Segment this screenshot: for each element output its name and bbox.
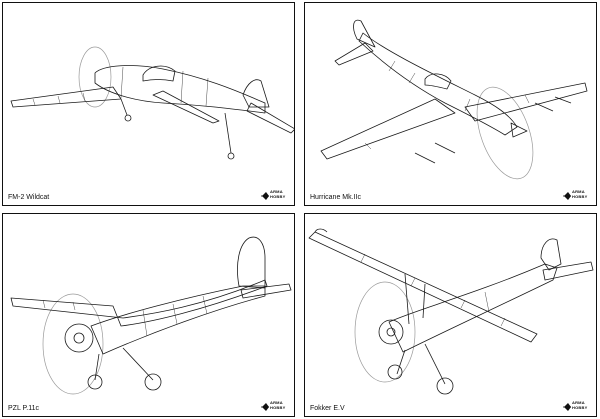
pzl-p11c-drawing bbox=[10, 236, 292, 395]
arma-hobby-logo: ARMA HOBBY bbox=[260, 398, 290, 414]
arma-hobby-logo: ARMA HOBBY bbox=[562, 187, 592, 203]
aircraft-caption: Fokker E.V bbox=[310, 405, 345, 412]
aircraft-caption: PZL P.11c bbox=[8, 405, 40, 412]
propeller-disc bbox=[42, 293, 104, 395]
arma-hobby-logo: ARMA HOBBY bbox=[260, 187, 290, 203]
aircraft-panel-hurricane-mk-iic: Hurricane Mk.IIc ARMA HOBBY bbox=[304, 2, 597, 206]
aircraft-panel-fokker-ev: Fokker E.V ARMA HOBBY bbox=[304, 213, 597, 417]
propeller-disc bbox=[78, 46, 112, 108]
aircraft-panel-pzl-p11c: PZL P.11c ARMA HOBBY bbox=[2, 213, 295, 417]
fm2-wildcat-drawing bbox=[10, 46, 294, 160]
aircraft-panel-fm2-wildcat: FM-2 Wildcat ARMA HOBBY bbox=[2, 2, 295, 206]
propeller-disc bbox=[476, 86, 534, 180]
hurricane-mk-iic-drawing bbox=[320, 19, 588, 180]
propeller-disc bbox=[354, 281, 416, 383]
aircraft-caption: FM-2 Wildcat bbox=[8, 194, 50, 201]
fokker-ev-drawing bbox=[308, 228, 594, 395]
aircraft-caption: Hurricane Mk.IIc bbox=[310, 194, 361, 201]
arma-hobby-logo: ARMA HOBBY bbox=[562, 398, 592, 414]
